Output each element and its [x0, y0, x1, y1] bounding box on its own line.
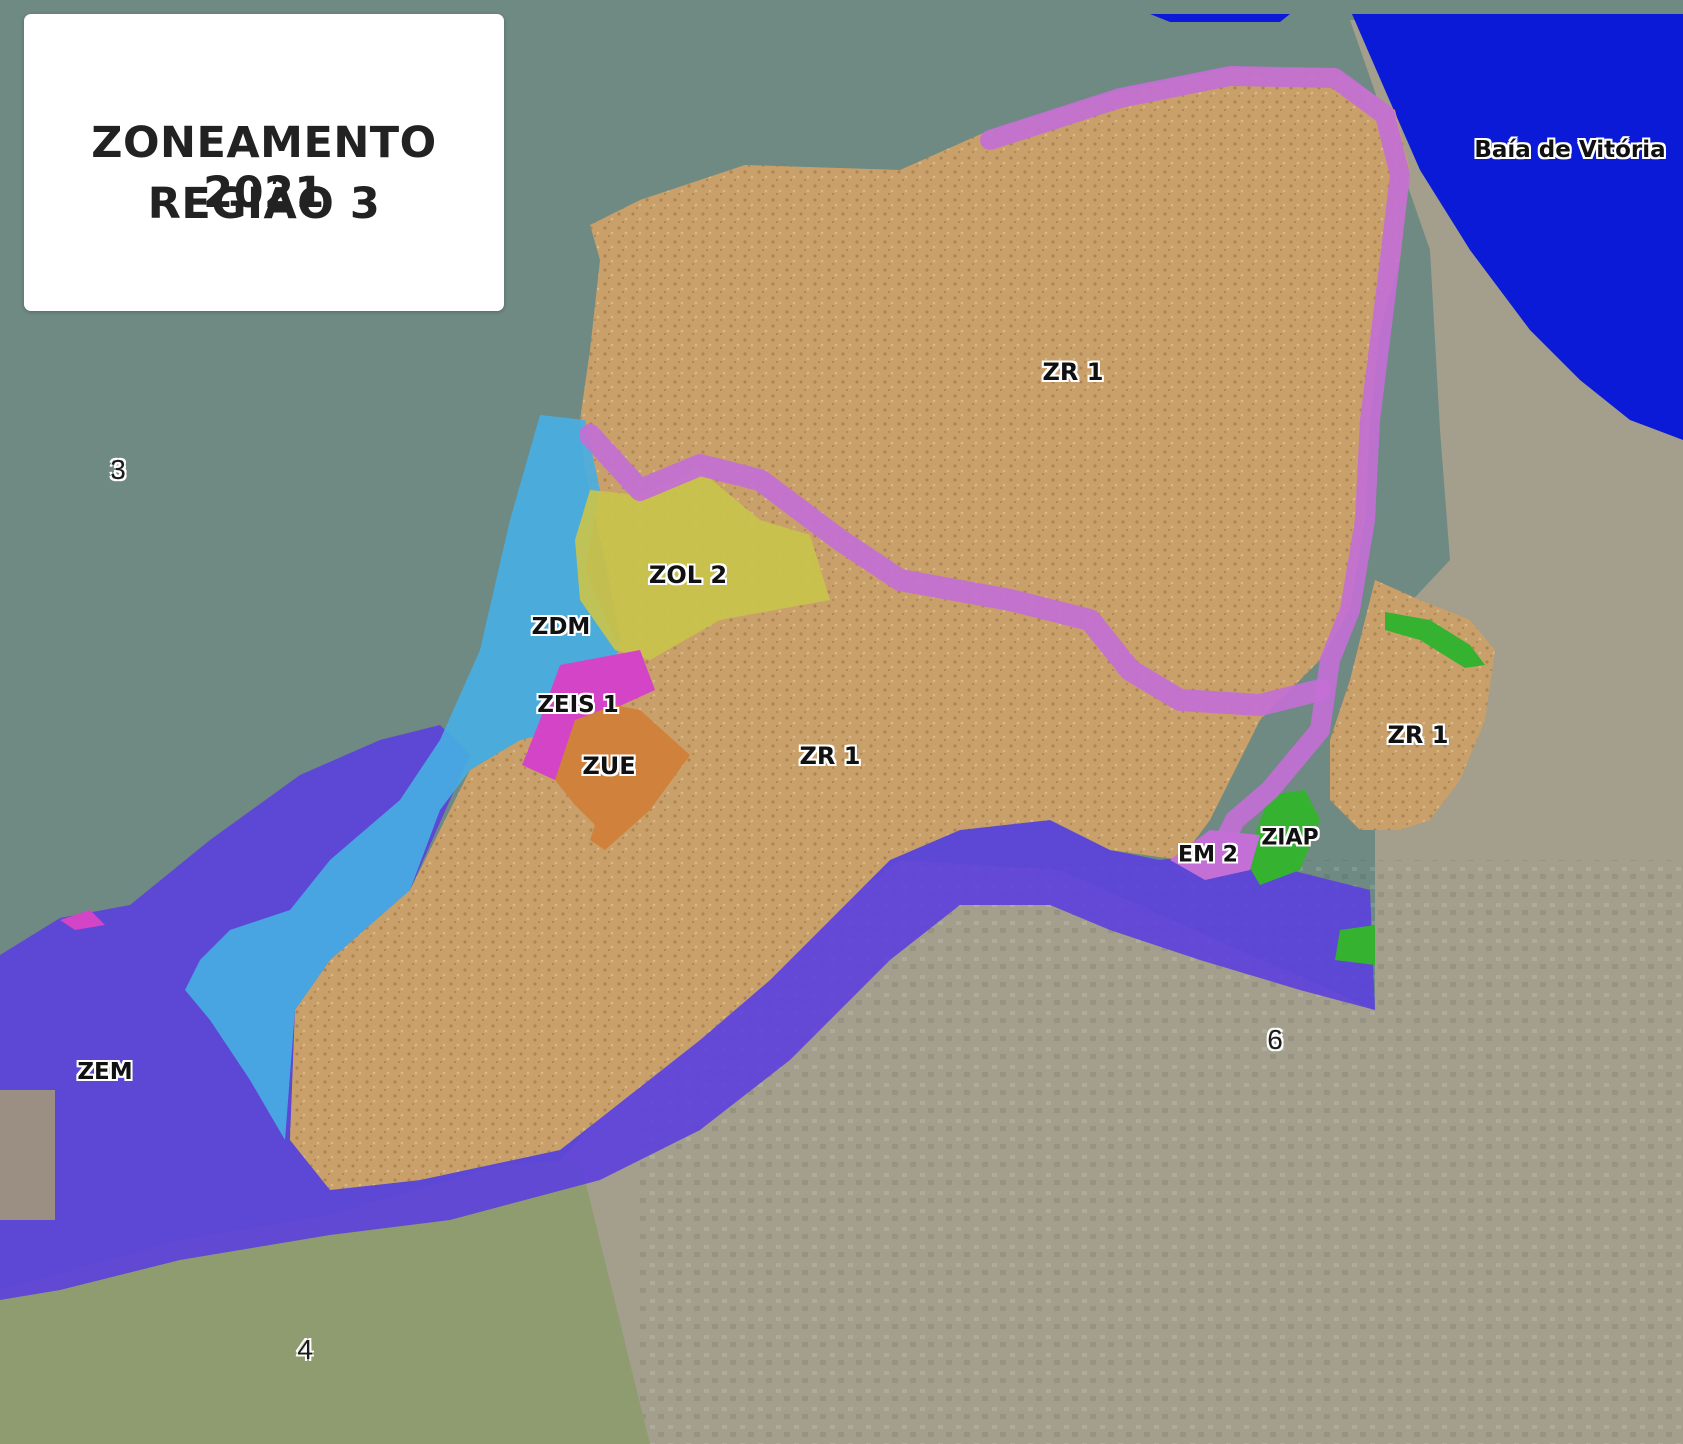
zol2-zone [575, 470, 830, 660]
zr1-center-label: ZR 1 [799, 742, 861, 770]
region-4-label: 4 [297, 1334, 313, 1365]
map-subtitle: REGIÃO 3 [147, 179, 381, 229]
baia-de-vitoria-label: Baía de Vitória [1474, 137, 1666, 163]
baia-de-vitoria-water [1352, 14, 1683, 440]
map-title: ZONEAMENTO 2021 [91, 118, 437, 218]
zol2-label: ZOL 2 [648, 561, 728, 589]
zem-label: ZEM [77, 1059, 133, 1085]
region-3-label: 3 [110, 454, 126, 485]
zeis-west-patch [60, 910, 105, 930]
em2-corridor-west [579, 424, 1331, 716]
zr1-north-label: ZR 1 [1042, 358, 1104, 386]
title-box: ZONEAMENTO 2021 REGIÃO 3 [24, 14, 504, 311]
zue-label: ZUE [582, 752, 636, 780]
region-4-area [0, 1160, 650, 1444]
zdm-zone [185, 415, 620, 1140]
ziap-zone [1245, 790, 1320, 885]
ziap-zone-se-patch [1335, 925, 1375, 965]
zr1-east-label: ZR 1 [1387, 721, 1449, 749]
gray-block-west [0, 1090, 55, 1220]
region-6-label: 6 [1267, 1024, 1283, 1055]
em2-label: EM 2 [1178, 842, 1238, 868]
zdm-label: ZDM [531, 614, 591, 640]
water-north-strip [1150, 14, 1290, 22]
ziap-zone-ne-strip [1385, 612, 1485, 668]
em2-corridor [980, 66, 1410, 870]
zr1-main-texture [290, 68, 1410, 1190]
em2-junction [1170, 830, 1260, 880]
ziap-label: ZIAP [1261, 825, 1319, 851]
zue-zone [555, 705, 690, 850]
zeis1-label: ZEIS 1 [537, 692, 619, 718]
